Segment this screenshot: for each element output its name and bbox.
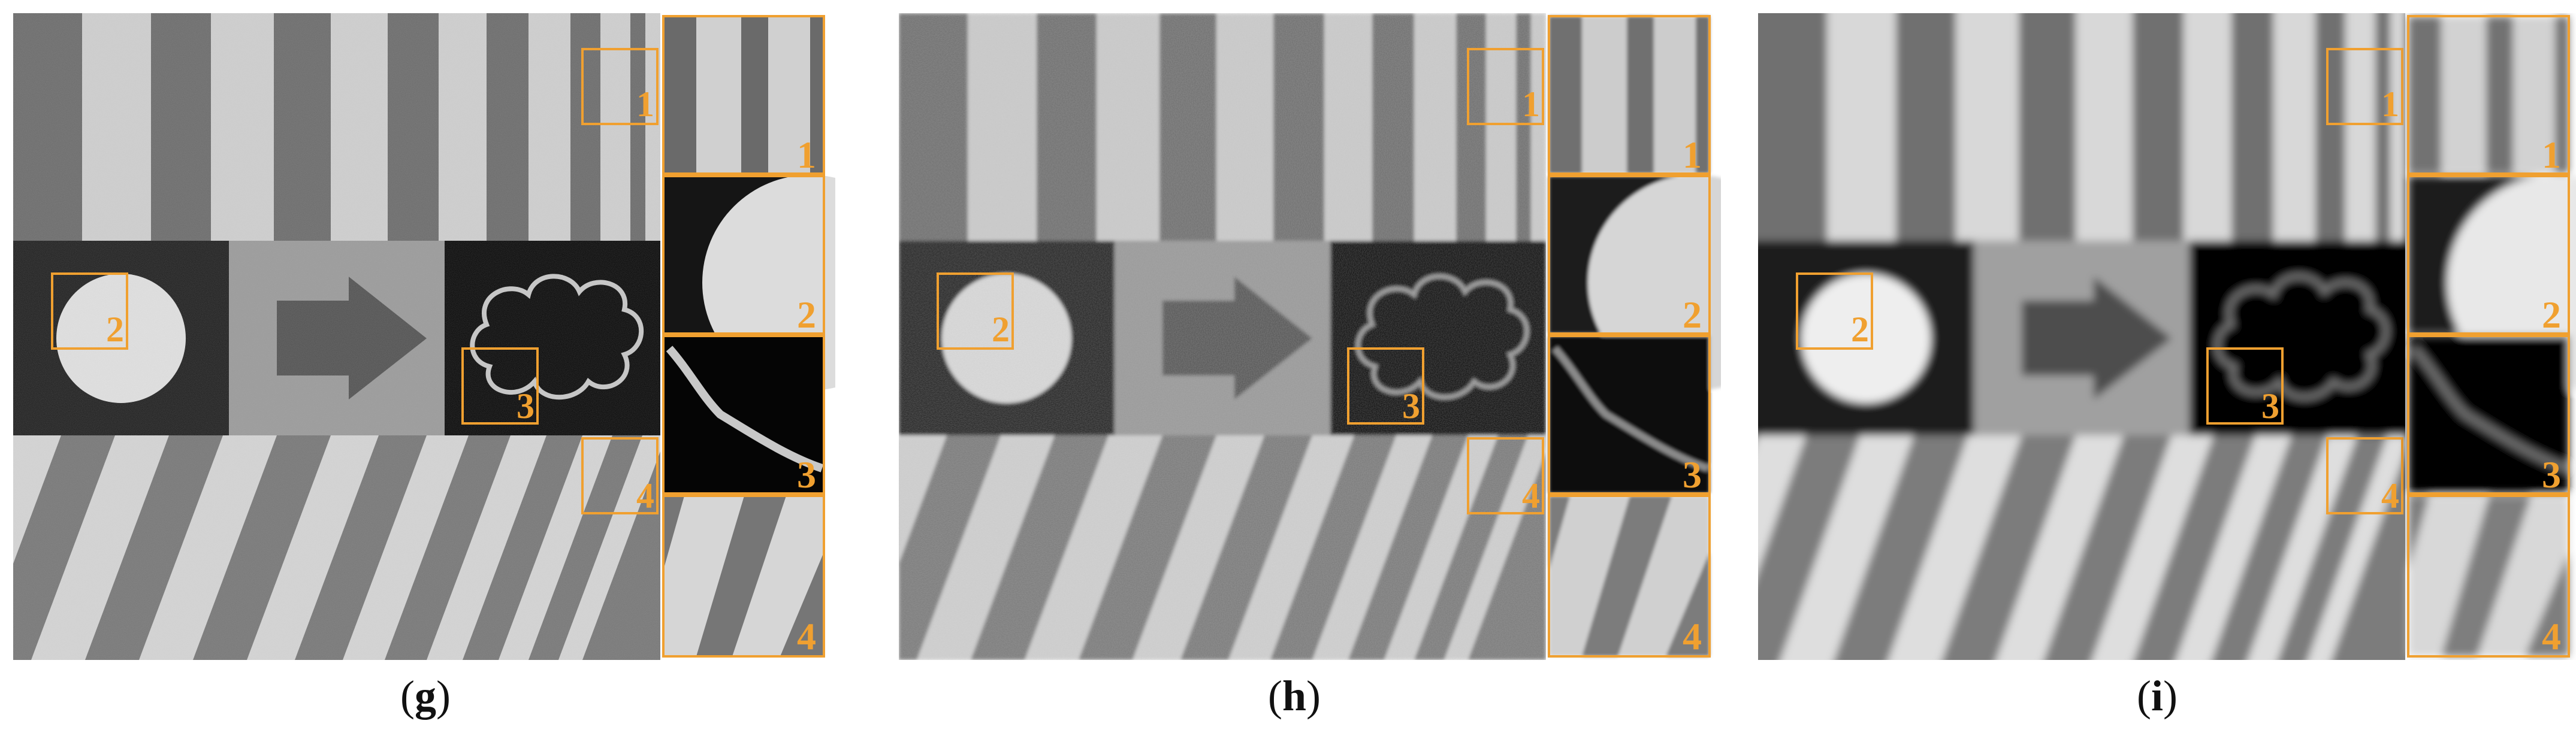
roi-1-label: 1 (2381, 84, 2399, 124)
caption-i: (i) (2137, 672, 2178, 720)
panel-h: 1 2 3 4 1 2 3 4 (899, 13, 1721, 660)
inset-3-label: 3 (797, 453, 816, 496)
inset-4-label: 4 (1683, 615, 1702, 658)
inset-3-label: 3 (1683, 453, 1702, 496)
caption-i-letter: i (2151, 672, 2163, 720)
inset-2-label: 2 (1683, 293, 1702, 336)
roi-3-label: 3 (1402, 386, 1420, 426)
roi-4-label: 4 (2381, 476, 2399, 516)
roi-2-label: 2 (992, 310, 1010, 349)
caption-h-letter: h (1282, 672, 1307, 720)
inset-1-label: 1 (1683, 134, 1702, 176)
inset-2-label: 2 (2542, 293, 2561, 336)
roi-4-label: 4 (636, 476, 654, 516)
panel-h-figure: 1 2 3 4 1 2 3 4 (899, 13, 1721, 660)
panel-i-figure: 1 2 3 4 1 2 3 4 (1758, 13, 2576, 660)
inset-1-label: 1 (797, 134, 816, 176)
roi-3-label: 3 (2261, 386, 2279, 426)
roi-2-label: 2 (1851, 310, 1869, 349)
roi-1-label: 1 (1522, 84, 1540, 124)
panel-g: 1 2 3 4 1 2 3 4 (13, 13, 835, 660)
panel-g-figure: 1 2 3 4 1 2 3 4 (13, 13, 835, 660)
caption-g-letter: g (415, 672, 436, 720)
roi-3-label: 3 (517, 386, 534, 426)
caption-h: (h) (1267, 672, 1321, 720)
inset-2-label: 2 (797, 293, 816, 336)
roi-2-label: 2 (106, 310, 124, 349)
roi-1-label: 1 (636, 84, 654, 124)
inset-1-label: 1 (2542, 134, 2561, 176)
inset-4-label: 4 (2542, 615, 2561, 658)
inset-3-label: 3 (2542, 453, 2561, 496)
roi-4-label: 4 (1522, 476, 1540, 516)
inset-4-label: 4 (797, 615, 816, 658)
panel-i: 1 2 3 4 1 2 3 4 (1758, 13, 2576, 660)
caption-g: (g) (400, 672, 451, 720)
